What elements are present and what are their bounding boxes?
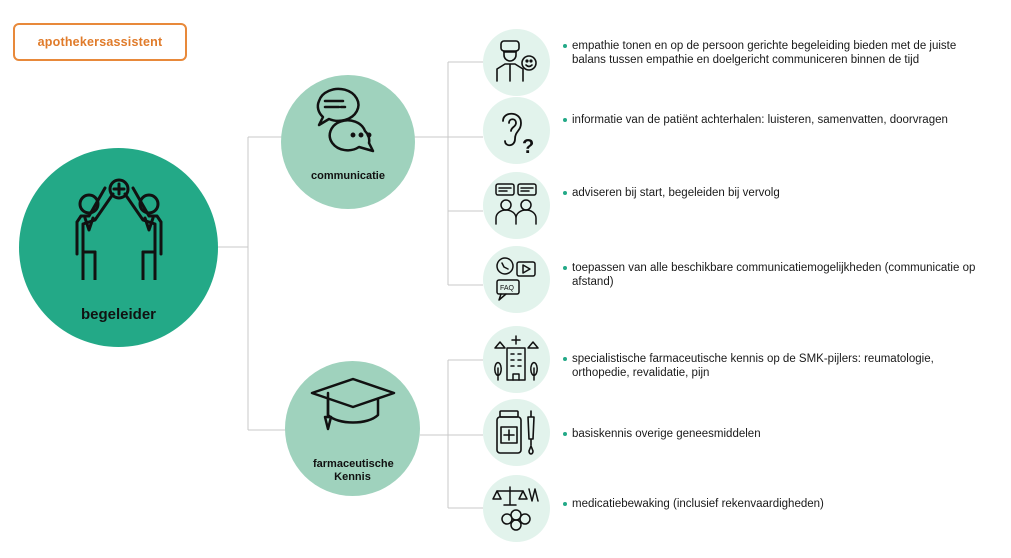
category-node-farmaceutische-kennis: farmaceutische Kennis bbox=[285, 361, 420, 496]
team-raising-hands-icon bbox=[75, 178, 163, 280]
list-item: informatie van de patiënt achterhalen: l… bbox=[563, 113, 983, 127]
speech-bubbles-icon bbox=[316, 87, 375, 153]
item-text: medicatiebewaking (inclusief rekenvaardi… bbox=[572, 498, 824, 510]
item-icon-circle bbox=[483, 475, 550, 542]
item-text: basiskennis overige geneesmiddelen bbox=[572, 428, 761, 440]
bullet-dot bbox=[563, 266, 567, 270]
list-item: empathie tonen en op de persoon gerichte… bbox=[563, 39, 983, 67]
bullet-dot bbox=[563, 432, 567, 436]
hospital-building-icon bbox=[494, 335, 539, 381]
item-icon-circle: FAQ bbox=[483, 246, 550, 313]
item-icon-circle bbox=[483, 172, 550, 239]
remote-communication-icon: FAQ bbox=[496, 257, 536, 301]
item-text: adviseren bij start, begeleiden bij verv… bbox=[572, 187, 780, 199]
list-item: toepassen van alle beschikbare communica… bbox=[563, 261, 983, 289]
list-item: adviseren bij start, begeleiden bij verv… bbox=[563, 186, 983, 200]
bullet-dot bbox=[563, 357, 567, 361]
item-icon-circle bbox=[483, 326, 550, 393]
item-text: specialistische farmaceutische kennis op… bbox=[572, 353, 934, 379]
empathic-person-icon bbox=[496, 40, 537, 82]
role-badge: apothekersassistent bbox=[13, 23, 187, 61]
graduation-cap-icon bbox=[310, 377, 396, 431]
item-icon-circle: ? bbox=[483, 97, 550, 164]
list-item: medicatiebewaking (inclusief rekenvaardi… bbox=[563, 497, 983, 511]
bullet-dot bbox=[563, 44, 567, 48]
svg-text:FAQ: FAQ bbox=[500, 285, 515, 292]
ear-question-icon: ? bbox=[502, 112, 534, 156]
list-item: basiskennis overige geneesmiddelen bbox=[563, 427, 983, 441]
scale-molecule-icon bbox=[492, 486, 539, 531]
category-label-communicatie: communicatie bbox=[311, 170, 385, 182]
category-label-farmaceutische-kennis: farmaceutische Kennis bbox=[313, 458, 394, 483]
main-node-label: begeleider bbox=[80, 306, 157, 323]
list-item: specialistische farmaceutische kennis op… bbox=[563, 352, 983, 380]
item-icon-circle bbox=[483, 29, 550, 96]
item-icon-circle bbox=[483, 399, 550, 466]
main-node-begeleider: begeleider bbox=[19, 148, 218, 347]
bullet-dot bbox=[563, 191, 567, 195]
item-text: empathie tonen en op de persoon gerichte… bbox=[572, 40, 957, 66]
item-text: toepassen van alle beschikbare communica… bbox=[572, 262, 976, 288]
conversation-people-icon bbox=[495, 183, 537, 225]
medicine-bottle-icon bbox=[496, 410, 535, 455]
bullet-dot bbox=[563, 118, 567, 122]
svg-text:?: ? bbox=[522, 136, 534, 156]
category-node-communicatie: communicatie bbox=[281, 75, 415, 209]
item-text: informatie van de patiënt achterhalen: l… bbox=[572, 114, 948, 126]
bullet-dot bbox=[563, 502, 567, 506]
role-badge-label: apothekersassistent bbox=[37, 35, 163, 49]
